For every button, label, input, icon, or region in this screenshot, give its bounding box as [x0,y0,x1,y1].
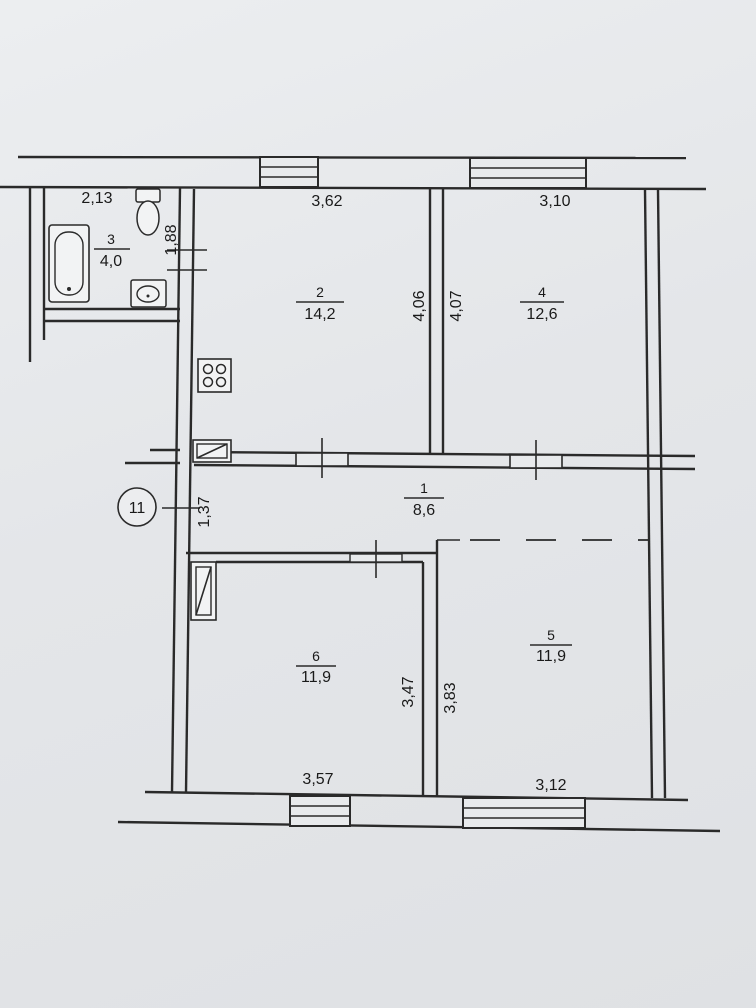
room-number: 1 [420,480,428,496]
bathroom-walls [28,188,207,362]
dimension-label: 1,37 [196,496,213,527]
room-number: 6 [312,648,320,664]
dimension-label: 3,62 [311,193,342,210]
room-label-4: 4 12,6 [520,284,564,323]
room-label-2: 2 14,2 [296,284,344,323]
room-area: 4,0 [100,253,122,270]
room-label-5: 5 11,9 [530,627,572,665]
room-label-1: 1 8,6 [404,480,444,519]
corridor-wall-upper [125,438,696,480]
window-bottom-left [289,795,351,827]
dimension-label: 2,13 [81,190,112,207]
sink-icon [130,279,167,308]
dimension-label: 3,47 [400,676,417,707]
dimension-label: 3,12 [535,777,566,794]
room-number: 3 [107,231,115,247]
dimension-label: 3,10 [539,193,570,210]
room-label-6: 6 11,9 [296,648,336,686]
room-label-3: 3 4,0 [94,231,130,270]
interior-wall-left [162,187,200,793]
wall-room2-room4 [428,189,445,455]
window-top-left [259,156,319,188]
room-number: 4 [538,284,546,300]
exterior-wall-bottom [117,790,721,833]
axis-marker-label: 11 [129,500,146,517]
room6-walls [186,539,460,796]
bathtub-icon [48,224,90,303]
ventilation-duct-icon [192,439,232,463]
exterior-wall-top [0,155,707,191]
dimension-label: 4,06 [411,290,428,321]
room-area: 14,2 [304,306,335,323]
room-area: 12,6 [526,306,557,323]
axis-marker: 11 [117,487,157,527]
room-area: 11,9 [536,648,566,665]
dimension-label: 1,88 [163,224,180,255]
dimension-label: 3,83 [442,682,459,713]
toilet-icon [135,188,161,236]
window-top-right [469,157,587,189]
ventilation-duct-icon [190,561,217,621]
dimension-label: 4,07 [448,290,465,321]
stove-icon [197,358,232,393]
room-number: 2 [316,284,324,300]
room-number: 5 [547,627,555,643]
room-area: 8,6 [413,502,435,519]
window-bottom-right [462,797,586,829]
exterior-wall-right [643,189,667,799]
room-area: 11,9 [301,669,331,686]
dimension-label: 3,57 [302,771,333,788]
